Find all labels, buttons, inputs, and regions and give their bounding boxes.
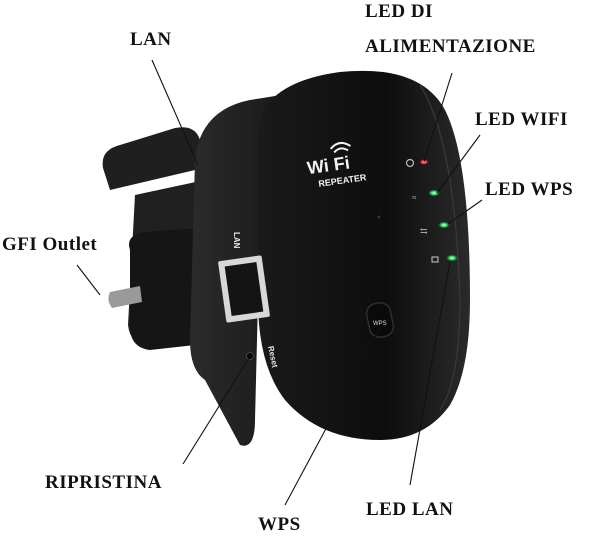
wifi-logo: Wi Fi REPEATER <box>306 141 368 189</box>
reset-label: Reset <box>266 345 279 369</box>
port-label: LAN <box>232 232 241 249</box>
label-power-led-line2: ALIMENTAZIONE <box>365 36 536 57</box>
led-panel: ≈ ⇆ <box>405 158 458 263</box>
label-power-led-line1: LED DI <box>365 1 433 22</box>
leader-lines <box>76 59 483 506</box>
label-wps: WPS <box>258 514 301 535</box>
wifi-signal-icon: ≈ <box>412 193 417 202</box>
svg-text:WPS: WPS <box>373 321 387 327</box>
reset-hole <box>246 352 254 360</box>
power-icon <box>405 158 415 168</box>
led-lan <box>446 254 458 262</box>
label-reset: RIPRISTINA <box>45 472 162 493</box>
wps-button: WPS <box>365 301 395 339</box>
label-lan: LAN <box>130 29 172 50</box>
lan-port <box>218 255 270 323</box>
repeater-front <box>258 70 470 440</box>
led-wps <box>438 221 450 229</box>
plug <box>102 127 205 350</box>
lan-monitor-icon <box>431 256 439 263</box>
label-lan-led: LED LAN <box>366 499 454 520</box>
label-wps-led: LED WPS <box>485 179 574 200</box>
led-wifi <box>428 189 440 197</box>
label-gfi-outlet: GFI Outlet <box>2 234 98 255</box>
wps-sync-icon: ⇆ <box>420 226 428 236</box>
label-wifi-led: LED WIFI <box>475 109 568 130</box>
